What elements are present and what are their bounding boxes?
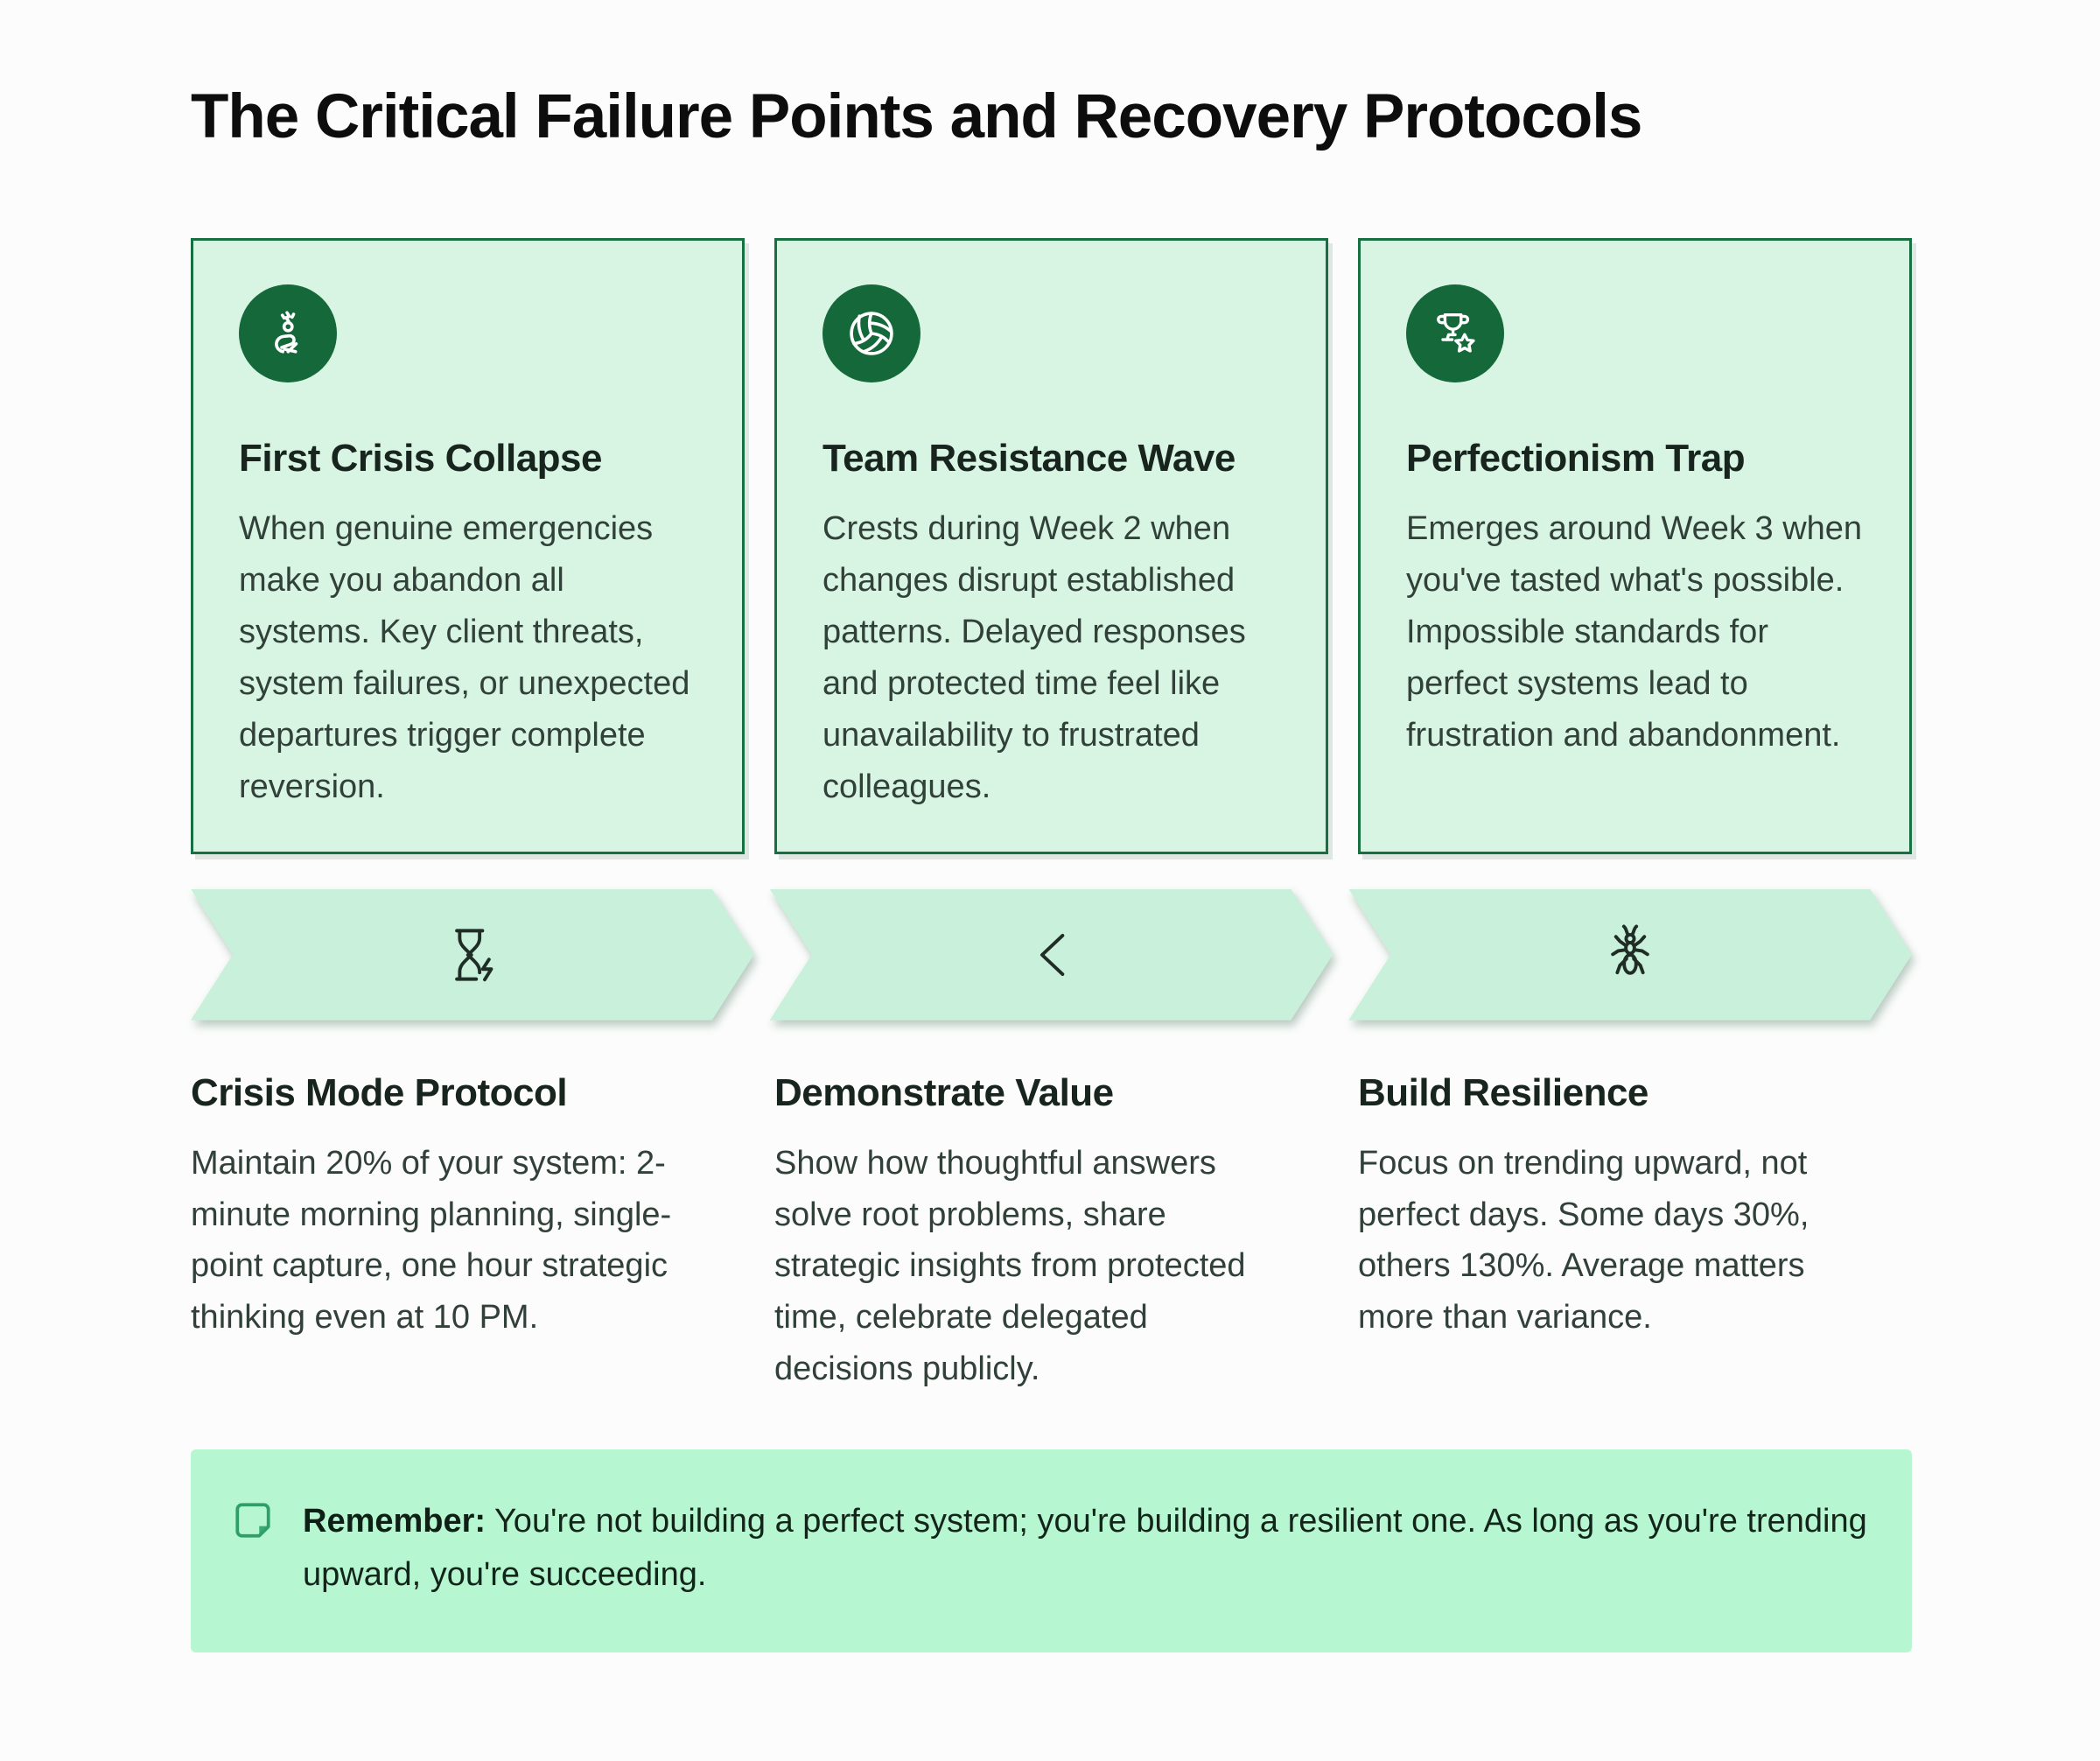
step-body: Focus on trending upward, not perfect da… bbox=[1358, 1144, 1810, 1337]
card-team-resistance-wave: Team Resistance Wave Crests during Week … bbox=[774, 238, 1328, 854]
flow-arrow-band bbox=[191, 889, 1912, 1021]
volleyball-icon bbox=[850, 312, 893, 356]
hourglass-lightning-icon bbox=[438, 921, 507, 989]
ant-icon bbox=[1596, 921, 1664, 989]
card-body: When genuine emergencies make you abando… bbox=[239, 510, 690, 805]
card-title: Perfectionism Trap bbox=[1406, 437, 1746, 481]
trophy-star-icon bbox=[1437, 313, 1475, 353]
flow-arrow-segment-1 bbox=[191, 889, 754, 1021]
card-body: Crests during Week 2 when changes disrup… bbox=[822, 510, 1246, 805]
protocol-steps-row: Crisis Mode Protocol Maintain 20% of you… bbox=[191, 1071, 1912, 1395]
remember-note-text: Remember: You're not building a perfect … bbox=[303, 1503, 1867, 1593]
infographic-section: The Critical Failure Points and Recovery… bbox=[191, 82, 2100, 1652]
stressed-person-icon bbox=[275, 311, 298, 354]
step-title: Crisis Mode Protocol bbox=[191, 1070, 568, 1114]
step-title: Demonstrate Value bbox=[774, 1070, 1114, 1114]
card-title: First Crisis Collapse bbox=[239, 437, 602, 481]
failure-cards-row: First Crisis Collapse When genuine emerg… bbox=[191, 238, 1912, 854]
step-demonstrate-value: Demonstrate Value Show how thoughtful an… bbox=[774, 1071, 1328, 1395]
flow-arrow-shape bbox=[1348, 889, 1912, 1021]
remember-note: Remember: You're not building a perfect … bbox=[191, 1449, 1912, 1652]
step-build-resilience: Build Resilience Focus on trending upwar… bbox=[1358, 1071, 1912, 1395]
card-first-crisis-collapse: First Crisis Collapse When genuine emerg… bbox=[191, 238, 745, 854]
card-title: Team Resistance Wave bbox=[822, 437, 1236, 481]
card-body: Emerges around Week 3 when you've tasted… bbox=[1406, 510, 1863, 754]
sticky-note-icon bbox=[235, 1503, 270, 1538]
card-icon-badge bbox=[239, 284, 337, 383]
card-icon-badge bbox=[1406, 284, 1504, 383]
step-body: Maintain 20% of your system: 2-minute mo… bbox=[191, 1144, 672, 1337]
remember-note-label: Remember: bbox=[303, 1503, 486, 1540]
card-perfectionism-trap: Perfectionism Trap Emerges around Week 3… bbox=[1358, 238, 1912, 854]
step-body: Show how thoughtful answers solve root p… bbox=[774, 1144, 1246, 1388]
page-title: The Critical Failure Points and Recovery… bbox=[191, 82, 1642, 151]
flow-arrow-shape bbox=[191, 889, 754, 1021]
step-title: Build Resilience bbox=[1358, 1070, 1648, 1114]
less-than-icon bbox=[1018, 921, 1086, 989]
card-icon-badge bbox=[822, 284, 920, 383]
flow-arrow-segment-3 bbox=[1348, 889, 1912, 1021]
flow-arrow-shape bbox=[770, 889, 1334, 1021]
step-crisis-mode-protocol: Crisis Mode Protocol Maintain 20% of you… bbox=[191, 1071, 745, 1395]
flow-arrow-segment-2 bbox=[770, 889, 1334, 1021]
